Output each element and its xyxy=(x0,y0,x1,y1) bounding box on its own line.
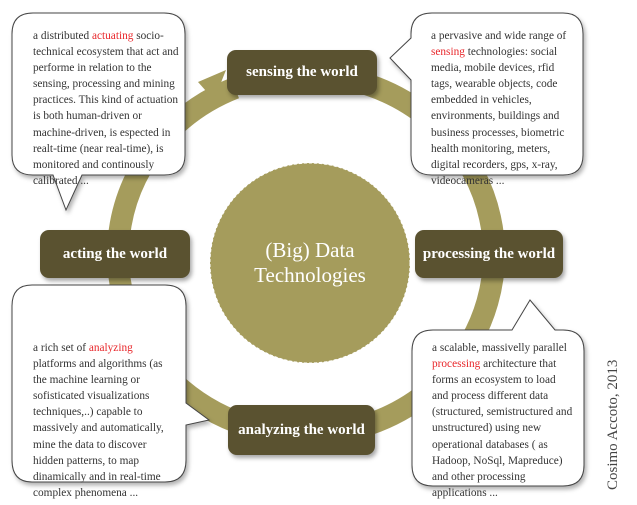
bubble-acting-shape xyxy=(11,12,186,212)
bubble-processing-text: a scalable, massivelly parallel processi… xyxy=(432,340,574,501)
cycle-arrow-head xyxy=(198,70,226,100)
text-pre: a pervasive and wide range of xyxy=(431,30,567,42)
node-sensing[interactable]: sensing the world xyxy=(227,50,377,95)
node-analyzing[interactable]: analyzing the world xyxy=(228,405,375,455)
node-processing[interactable]: processing the world xyxy=(415,230,563,278)
keyword-actuating: actuating xyxy=(91,30,134,42)
bubble-sensing-shape xyxy=(389,12,584,176)
text-pre: a rich set of xyxy=(33,342,89,354)
bubble-acting-text: a distributed actuating socio-technical … xyxy=(33,28,185,189)
bubble-analyzing-text: a rich set of analyzing platforms and al… xyxy=(33,340,165,501)
bubble-analyzing-shape xyxy=(11,284,211,483)
text-post: technologies: social media, mobile devic… xyxy=(431,46,565,187)
text-pre: a distributed xyxy=(33,30,92,42)
bubble-sensing-text: a pervasive and wide range of sensing te… xyxy=(431,28,576,189)
text-post: socio-technical ecosystem that act and p… xyxy=(33,30,179,187)
keyword-analyzing: analyzing xyxy=(88,342,133,354)
text-post: platforms and algorithms (as the machine… xyxy=(33,358,164,499)
text-post: architecture that forms an ecosystem to … xyxy=(432,358,573,499)
center-line-2: Technologies xyxy=(254,263,366,287)
keyword-processing: processing xyxy=(432,358,481,371)
center-line-1: (Big) Data xyxy=(265,238,355,262)
text-pre: a scalable, massivelly parallel xyxy=(432,342,567,354)
bubble-processing-shape xyxy=(411,299,585,487)
node-acting[interactable]: acting the world xyxy=(40,230,190,278)
keyword-sensing: sensing xyxy=(431,46,465,59)
author-credit: Cosimo Accoto, 2013 xyxy=(605,359,621,490)
center-circle xyxy=(209,162,411,364)
